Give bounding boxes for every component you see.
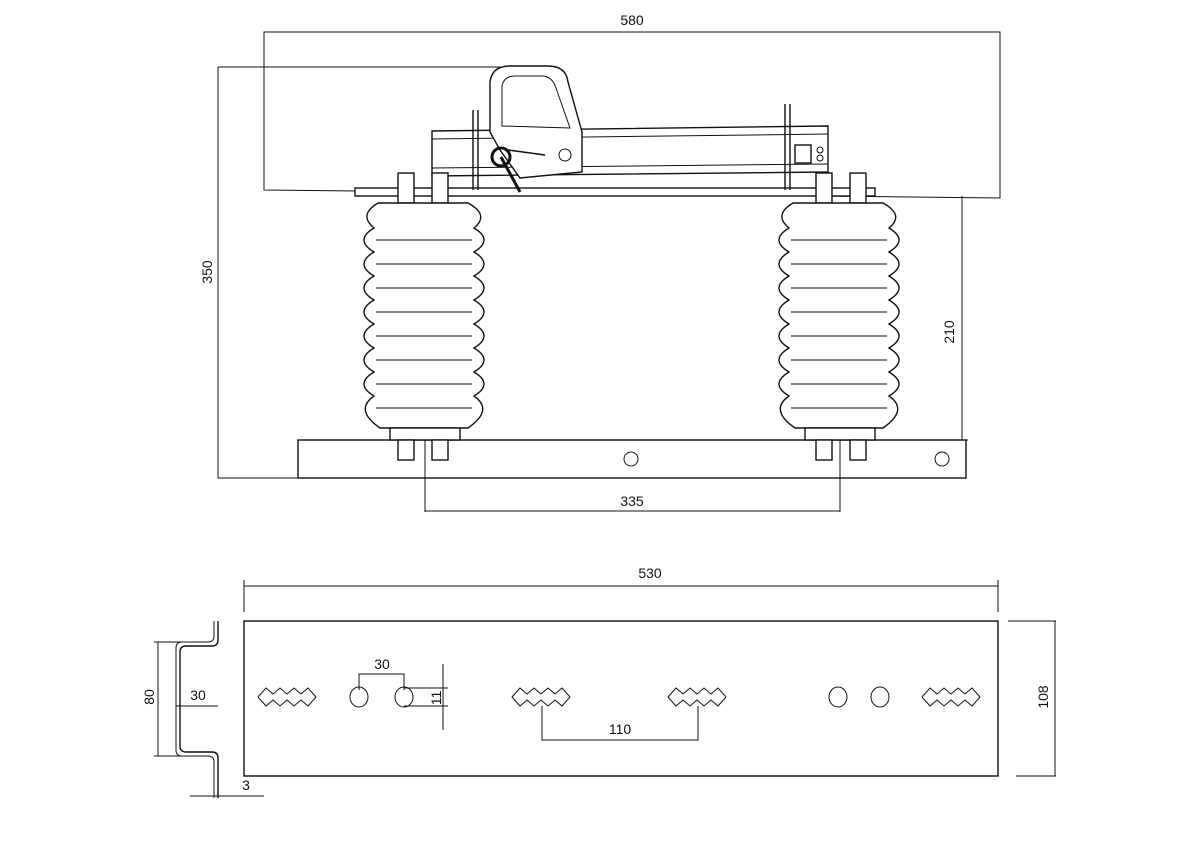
dim-30-holes-label: 30 (374, 656, 390, 672)
bracket-profile (179, 621, 219, 798)
latch-arm-2 (507, 149, 546, 156)
dim-80-label: 80 (141, 689, 157, 705)
right-bolt-dot-2 (816, 154, 824, 162)
dim-110-line (541, 706, 699, 741)
dim-110-label: 110 (609, 721, 632, 737)
bracket-profile-inner (175, 621, 215, 798)
switch-front-view: 580 350 210 335 (199, 12, 1001, 512)
serrated-slot-4 (921, 687, 981, 707)
right-insulator-sheds (791, 239, 887, 409)
dim-580-label: 580 (620, 12, 644, 28)
mounting-plate-view: 530 108 30 11 (141, 565, 1056, 798)
base-hole-1 (623, 451, 639, 467)
handle-pin (558, 148, 572, 162)
dim-335-label: 335 (620, 493, 644, 509)
right-insulator (778, 202, 900, 429)
dim-530-label: 530 (638, 565, 662, 581)
blade-inner-bottom (431, 163, 829, 169)
dim-3-label: 3 (242, 777, 250, 793)
latch-ring (490, 146, 512, 168)
left-bottom-nuts (389, 427, 461, 461)
right-bolt-head (794, 144, 812, 164)
mounting-plate (243, 620, 999, 777)
oval-hole-3 (828, 686, 848, 708)
right-bolt-dot-1 (816, 146, 824, 154)
left-insulator-sheds (376, 239, 472, 409)
serrated-slot-3 (667, 687, 727, 707)
dim-11-label: 11 (428, 691, 444, 706)
serrated-slot-1 (257, 687, 317, 707)
oval-hole-4 (870, 686, 890, 708)
right-top-nuts (815, 172, 867, 204)
hook-handle-inner (501, 75, 571, 129)
left-insulator (363, 202, 485, 429)
dim-30-bracket-label: 30 (190, 687, 206, 703)
dim-108-label: 108 (1035, 685, 1051, 709)
base-hole-2 (934, 451, 950, 467)
serrated-slot-2 (511, 687, 571, 707)
top-plate (354, 187, 876, 197)
latch-arm (499, 156, 522, 193)
dim-210-label: 210 (941, 320, 957, 344)
dim-350-label: 350 (199, 260, 215, 284)
right-bottom-nuts (804, 427, 876, 461)
dim-30-holes-line (358, 673, 405, 690)
